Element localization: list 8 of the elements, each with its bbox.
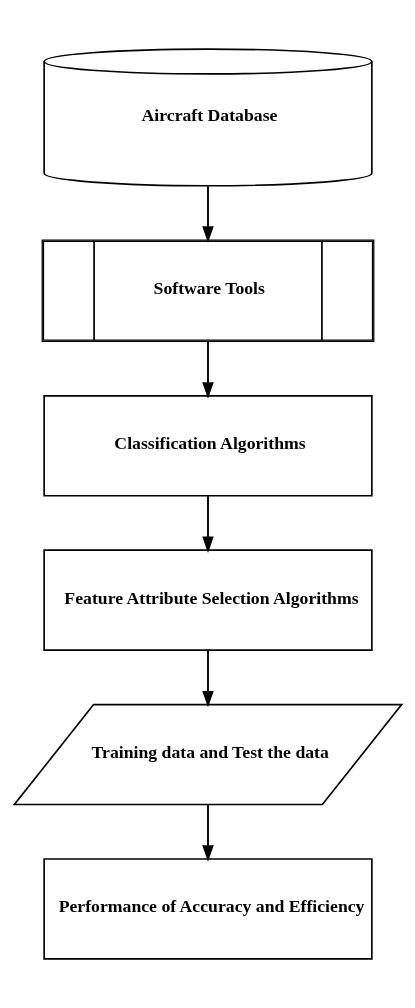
arrow xyxy=(201,495,214,553)
arrow xyxy=(201,340,214,399)
arrow xyxy=(201,185,214,243)
node-box: Classification Algorithms xyxy=(42,395,373,497)
arrow xyxy=(201,803,214,862)
node-box: Feature Attribute Selection Algorithms xyxy=(42,549,373,651)
node-box: Performance of Accuracy and Efficiency xyxy=(42,858,373,960)
arrow xyxy=(201,649,214,708)
